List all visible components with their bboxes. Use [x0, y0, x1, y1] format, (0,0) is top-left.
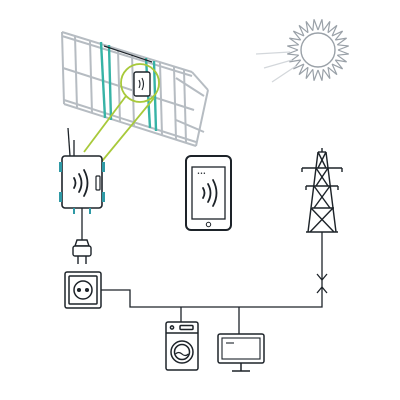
wall-socket-icon: [64, 271, 102, 309]
household-wiring: [101, 289, 323, 334]
sun-ray: [298, 63, 309, 76]
sun-ray: [331, 59, 344, 70]
zoom-highlight: [83, 63, 160, 167]
sun-ray: [289, 54, 301, 63]
sun-ray: [305, 21, 314, 33]
sun-ray: [327, 24, 338, 37]
sun-ray: [298, 24, 309, 37]
sun-ray: [322, 67, 331, 79]
sun-ray: [335, 54, 347, 63]
micro-inverter-icon: [59, 127, 105, 214]
mounted-inverter-icon: [133, 71, 151, 97]
sun-ray: [312, 69, 319, 81]
power-pylon-icon: [301, 148, 343, 233]
monitor-icon: [217, 333, 265, 372]
sun-ray: [292, 59, 305, 70]
sun-ray: [287, 44, 299, 51]
schuko-plug-icon: [72, 239, 92, 264]
washing-machine-icon: [165, 321, 199, 371]
sun-ray: [312, 19, 319, 31]
sun-ray: [292, 30, 305, 41]
tablet-app-icon: •••: [185, 155, 232, 231]
sun-ray: [305, 67, 314, 79]
sun-ray: [337, 44, 349, 51]
sun-ray: [327, 63, 338, 76]
tablet-status-dots: •••: [197, 171, 206, 177]
sun-ray: [331, 30, 344, 41]
sun-icon: [255, 19, 349, 83]
sun-ray: [317, 19, 324, 31]
sun-ray: [289, 37, 301, 46]
sun-ray: [317, 69, 324, 81]
sun-ray: [337, 49, 349, 56]
sun-ray: [287, 49, 299, 56]
grid-connection-marker: [316, 232, 328, 294]
sun-ray: [322, 21, 331, 33]
sun-ray: [335, 37, 347, 46]
